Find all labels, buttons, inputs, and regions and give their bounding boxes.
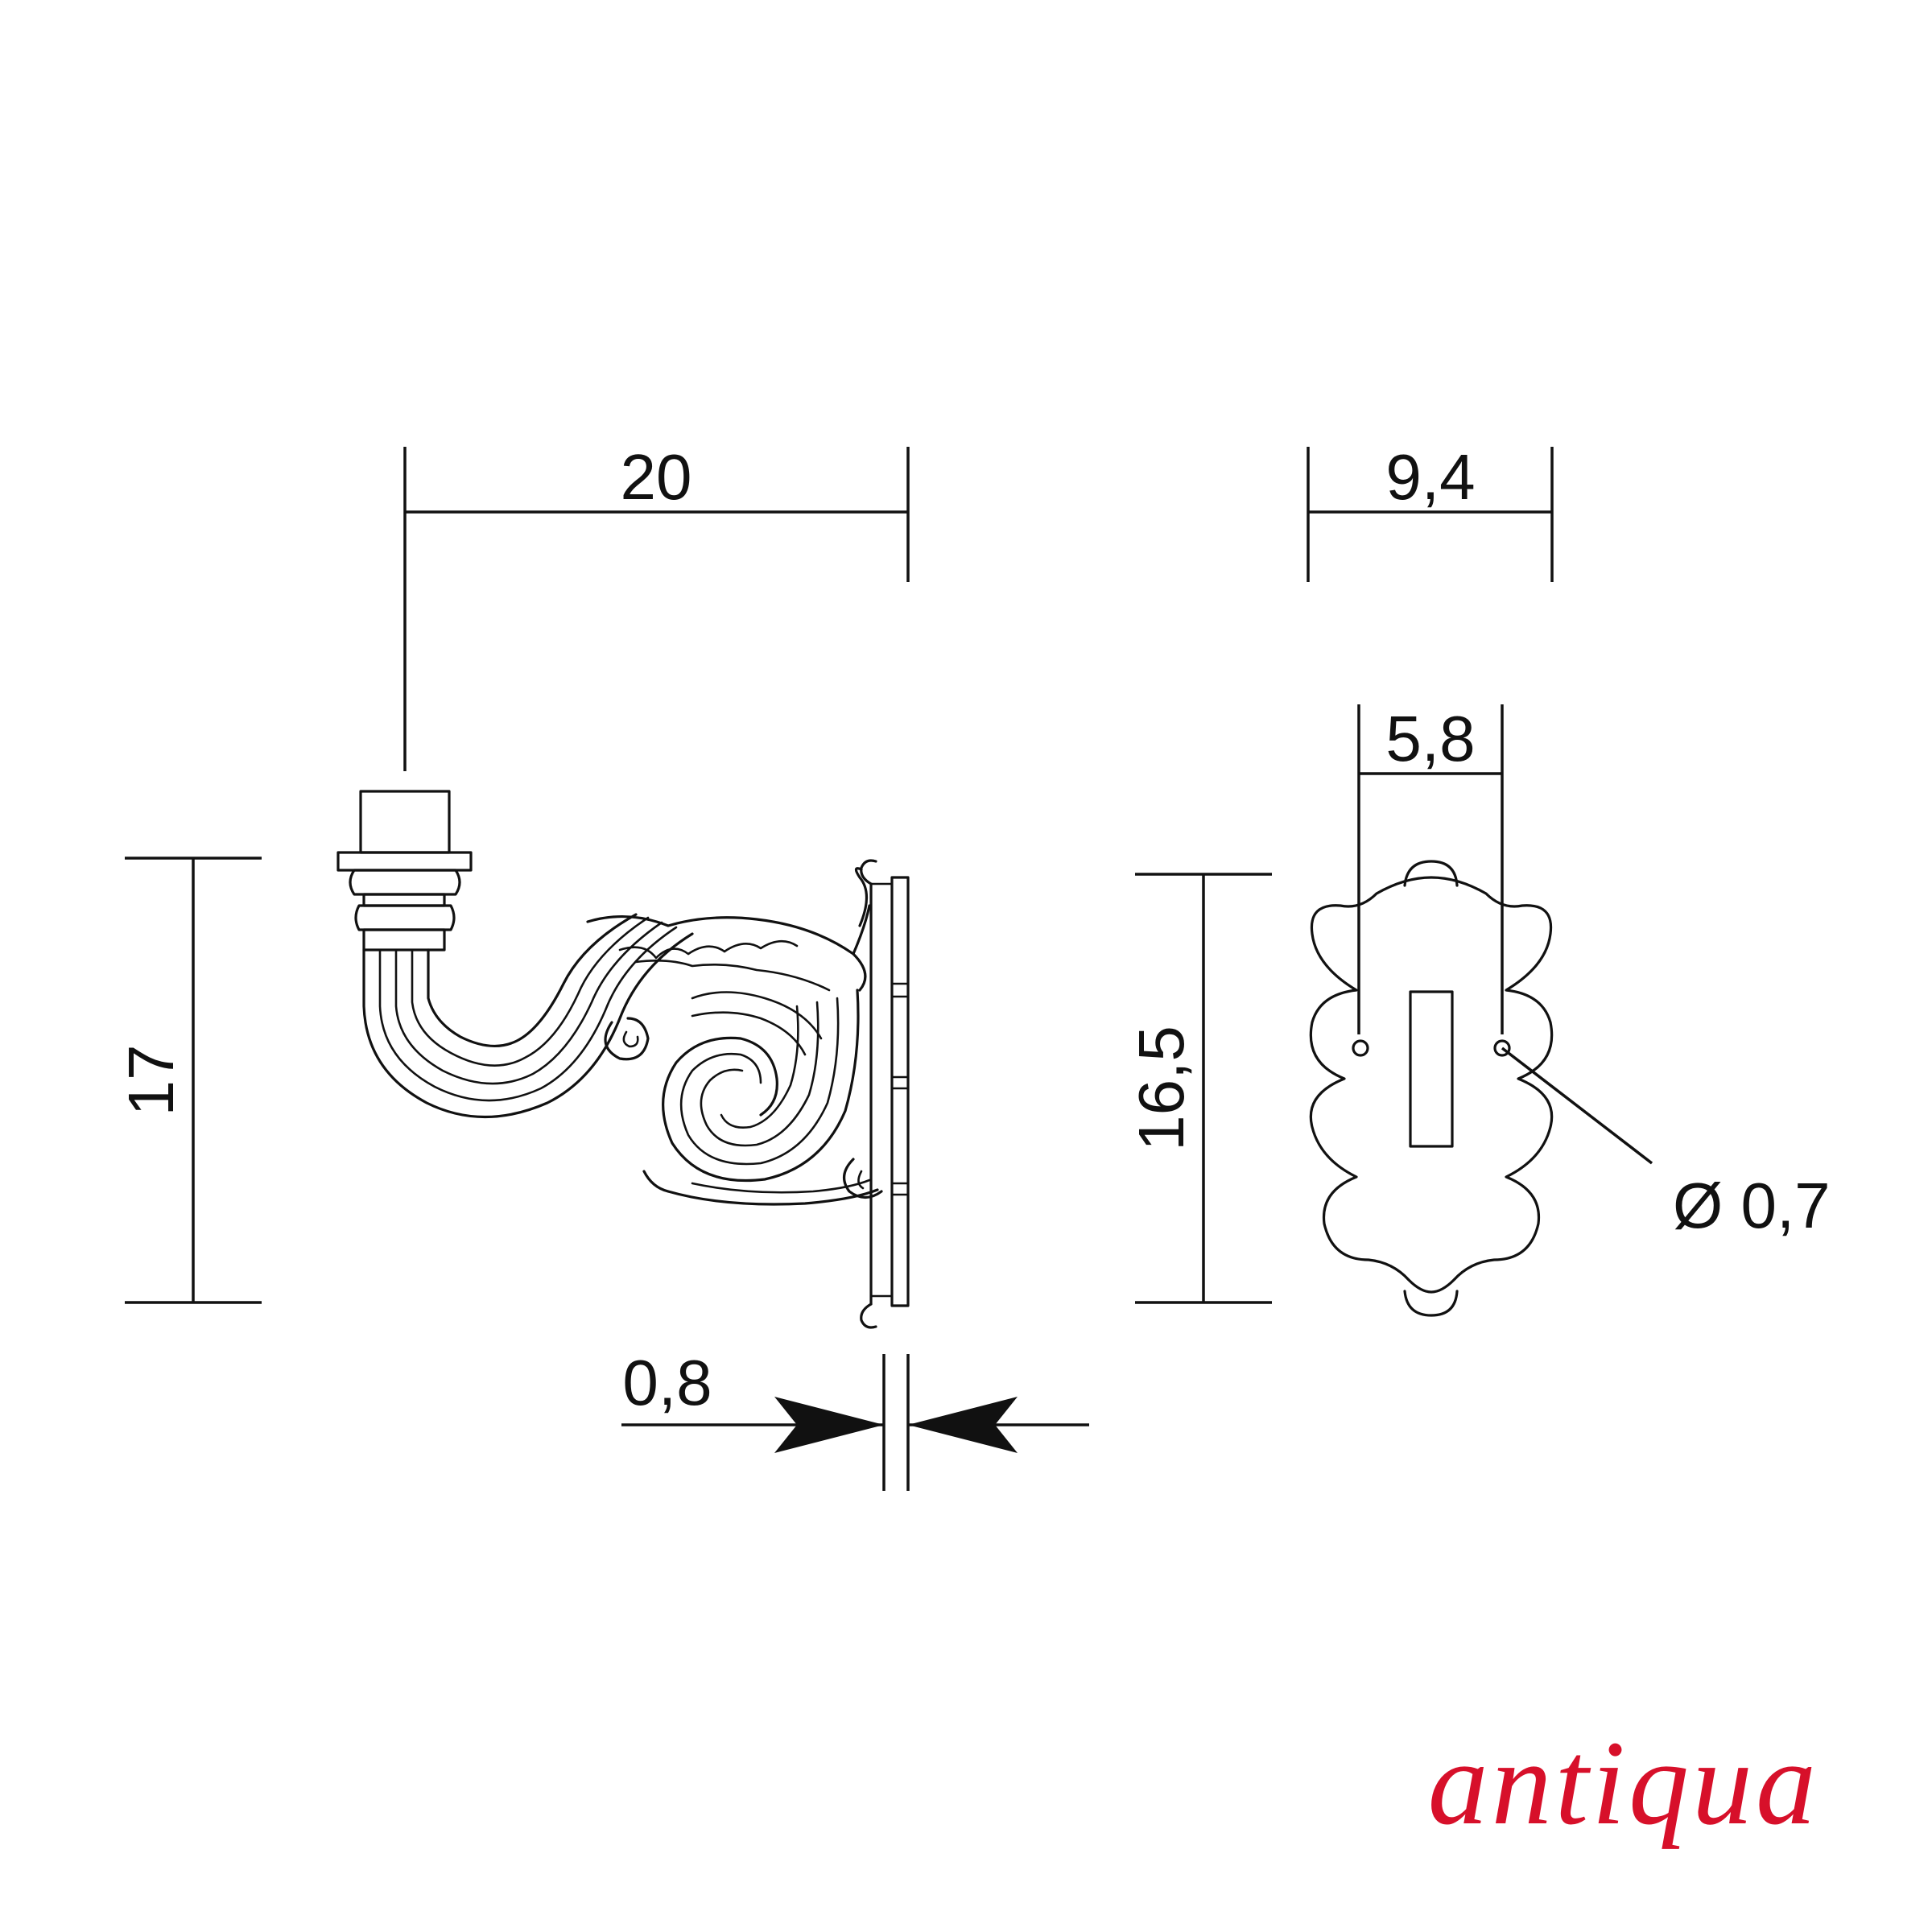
bracket-side-view: [336, 790, 910, 1329]
dimension-label-width-side: 20: [621, 441, 692, 513]
dimension-label-plate-width: 9,4: [1385, 441, 1475, 513]
wall-plate-front-view: [1309, 860, 1653, 1317]
dimension-plate-thickness: 0,8: [621, 1347, 1089, 1491]
dimension-width-side: 20: [403, 441, 910, 771]
mounting-hole-left: [1352, 1039, 1369, 1057]
dimension-plate-height: 16,5: [1125, 873, 1272, 1304]
dimension-label-height-side: 17: [115, 1045, 187, 1117]
antiqua-logo: antiqua: [1428, 1716, 1819, 1850]
mounting-hole-right: [1493, 1039, 1511, 1057]
dimension-label-plate-height: 16,5: [1125, 1026, 1197, 1151]
dimension-label-hole-spacing: 5,8: [1385, 703, 1475, 774]
dimension-hole-spacing: 5,8: [1357, 703, 1504, 1034]
dimension-height-side: 17: [115, 857, 262, 1304]
dimension-plate-width: 9,4: [1307, 441, 1554, 582]
dimension-label-plate-thickness: 0,8: [622, 1347, 712, 1418]
dimension-label-hole-diameter: Ø 0,7: [1673, 1170, 1831, 1241]
